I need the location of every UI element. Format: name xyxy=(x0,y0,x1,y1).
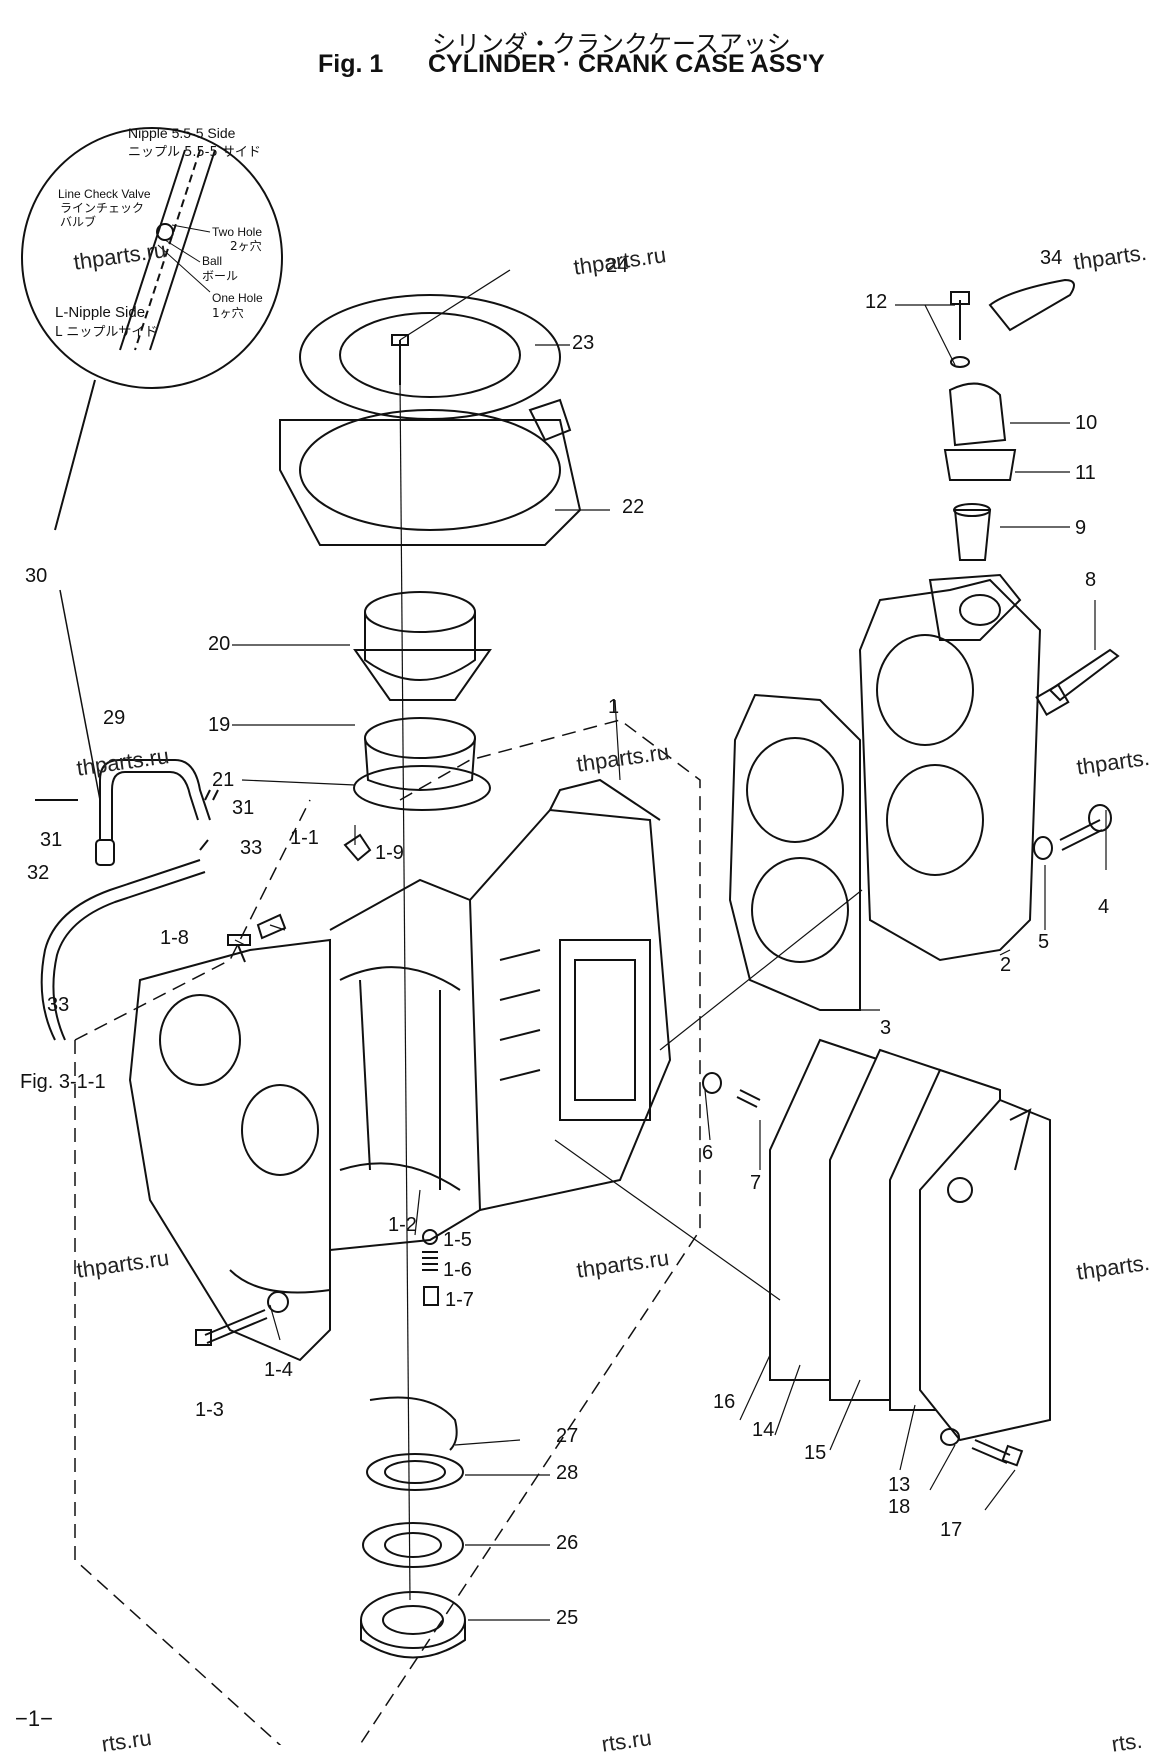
part-label-17: 17 xyxy=(940,1519,963,1541)
part-label-34: 34 xyxy=(1040,247,1063,269)
figure-reference-3-1-1: Fig. 3-1-1 xyxy=(20,1071,106,1093)
watermark: rts.ru xyxy=(600,1725,654,1757)
part-label-30: 30 xyxy=(25,565,48,587)
inset-line-check-valve: Line Check Valve xyxy=(58,187,151,201)
title-japanese: シリンダ・クランクケースアッシ xyxy=(432,30,791,58)
spark-plug xyxy=(1035,648,1120,717)
part-label-1-2: 1-2 xyxy=(388,1214,417,1236)
part-label-6: 6 xyxy=(702,1142,714,1164)
nipple-fittings xyxy=(199,789,372,963)
cylinder-head xyxy=(858,573,1042,962)
lower-seal-assembly xyxy=(360,1396,466,1659)
part-label-23: 23 xyxy=(572,332,595,354)
part-label-31a: 31 xyxy=(232,797,255,819)
part-label-19: 19 xyxy=(208,714,231,736)
inset-two-hole: Two Hole xyxy=(212,225,263,239)
inset-l-nipple-side: L-Nipple Side xyxy=(55,304,146,321)
upper-seal-assembly xyxy=(353,591,492,811)
leader-lines xyxy=(232,269,1107,1621)
watermark: rts. xyxy=(1110,1727,1144,1757)
bolt-7-washer-6 xyxy=(702,1072,761,1108)
center-axis-line xyxy=(399,379,411,1601)
part-label-26: 26 xyxy=(556,1532,579,1554)
inset-nipple-side: Nipple 5.5-5 Side xyxy=(128,125,236,141)
part-label-2: 2 xyxy=(1000,954,1012,976)
part-label-10: 10 xyxy=(1075,412,1098,434)
part-label-27: 27 xyxy=(556,1425,579,1447)
part-label-28: 28 xyxy=(556,1462,579,1484)
part-label-3: 3 xyxy=(880,1017,892,1039)
part-label-15: 15 xyxy=(804,1442,827,1464)
part-label-5: 5 xyxy=(1038,931,1050,953)
inset-one-hole: One Hole xyxy=(212,291,263,305)
part-label-29: 29 xyxy=(103,707,126,729)
part-label-7: 7 xyxy=(750,1172,762,1194)
title-english: CYLINDER · CRANK CASE ASS'Y xyxy=(428,50,825,78)
figure-number: Fig. 1 xyxy=(318,50,384,78)
part-label-33b: 33 xyxy=(47,994,70,1016)
exhaust-cover-plates xyxy=(769,1038,1051,1442)
part-label-1: 1 xyxy=(608,696,620,718)
part-label-1-4: 1-4 xyxy=(264,1359,293,1381)
part-label-20: 20 xyxy=(208,633,231,655)
part-label-24: 24 xyxy=(606,255,629,277)
part-label-31b: 31 xyxy=(40,829,63,851)
inset-line-check-valve-jp1: ラインチェック xyxy=(60,201,145,215)
part-label-1-3: 1-3 xyxy=(195,1399,224,1421)
inset-detail-circle xyxy=(21,127,283,531)
part-label-1-9: 1-9 xyxy=(375,842,404,864)
inset-two-hole-jp: 2ヶ穴 xyxy=(230,239,262,253)
bolt-1-3-washer-1-4 xyxy=(195,1291,289,1346)
part-label-13: 13 xyxy=(888,1474,911,1496)
part-label-12: 12 xyxy=(865,291,888,313)
part-label-14: 14 xyxy=(752,1419,775,1441)
inset-ball-jp: ボール xyxy=(202,269,239,283)
page-number: −1− xyxy=(15,1706,53,1731)
crankcase-body xyxy=(128,778,672,1362)
hose-assembly xyxy=(35,589,211,1041)
part-label-1-8: 1-8 xyxy=(160,927,189,949)
bolt-17-washer-18 xyxy=(940,1428,1024,1467)
mount-plate-assembly xyxy=(279,294,582,546)
crankcase-dashed-outline xyxy=(74,719,701,1745)
check-valve-parts xyxy=(422,1229,439,1306)
inset-l-nipple-side-jp: L ニップルサイド xyxy=(55,325,158,340)
part-label-11: 11 xyxy=(1075,462,1096,484)
part-label-21: 21 xyxy=(212,769,235,791)
cylinder-head-gasket xyxy=(728,693,861,1011)
part-label-1-7: 1-7 xyxy=(445,1289,474,1311)
part-label-18: 18 xyxy=(888,1496,911,1518)
part-label-22: 22 xyxy=(622,496,645,518)
part-label-1-5: 1-5 xyxy=(443,1229,472,1251)
inset-line-check-valve-jp2: バルブ xyxy=(60,215,97,229)
part-label-4: 4 xyxy=(1098,896,1110,918)
thermostat-assembly xyxy=(943,278,1075,561)
part-label-16: 16 xyxy=(713,1391,736,1413)
part-label-1-1: 1-1 xyxy=(290,827,319,849)
part-label-8: 8 xyxy=(1085,569,1097,591)
part-label-1-6: 1-6 xyxy=(443,1259,472,1281)
watermark: rts.ru xyxy=(100,1725,154,1757)
part-label-33a: 33 xyxy=(240,837,263,859)
inset-one-hole-jp: 1ヶ穴 xyxy=(212,306,244,320)
bolt-and-washer-4-5 xyxy=(1033,804,1112,860)
part-label-32: 32 xyxy=(27,862,50,884)
inset-nipple-side-jp: ニップル 5.5-5 サイド xyxy=(128,145,261,160)
part-label-9: 9 xyxy=(1075,517,1087,539)
part-label-25: 25 xyxy=(556,1607,579,1629)
inset-ball: Ball xyxy=(202,254,223,268)
